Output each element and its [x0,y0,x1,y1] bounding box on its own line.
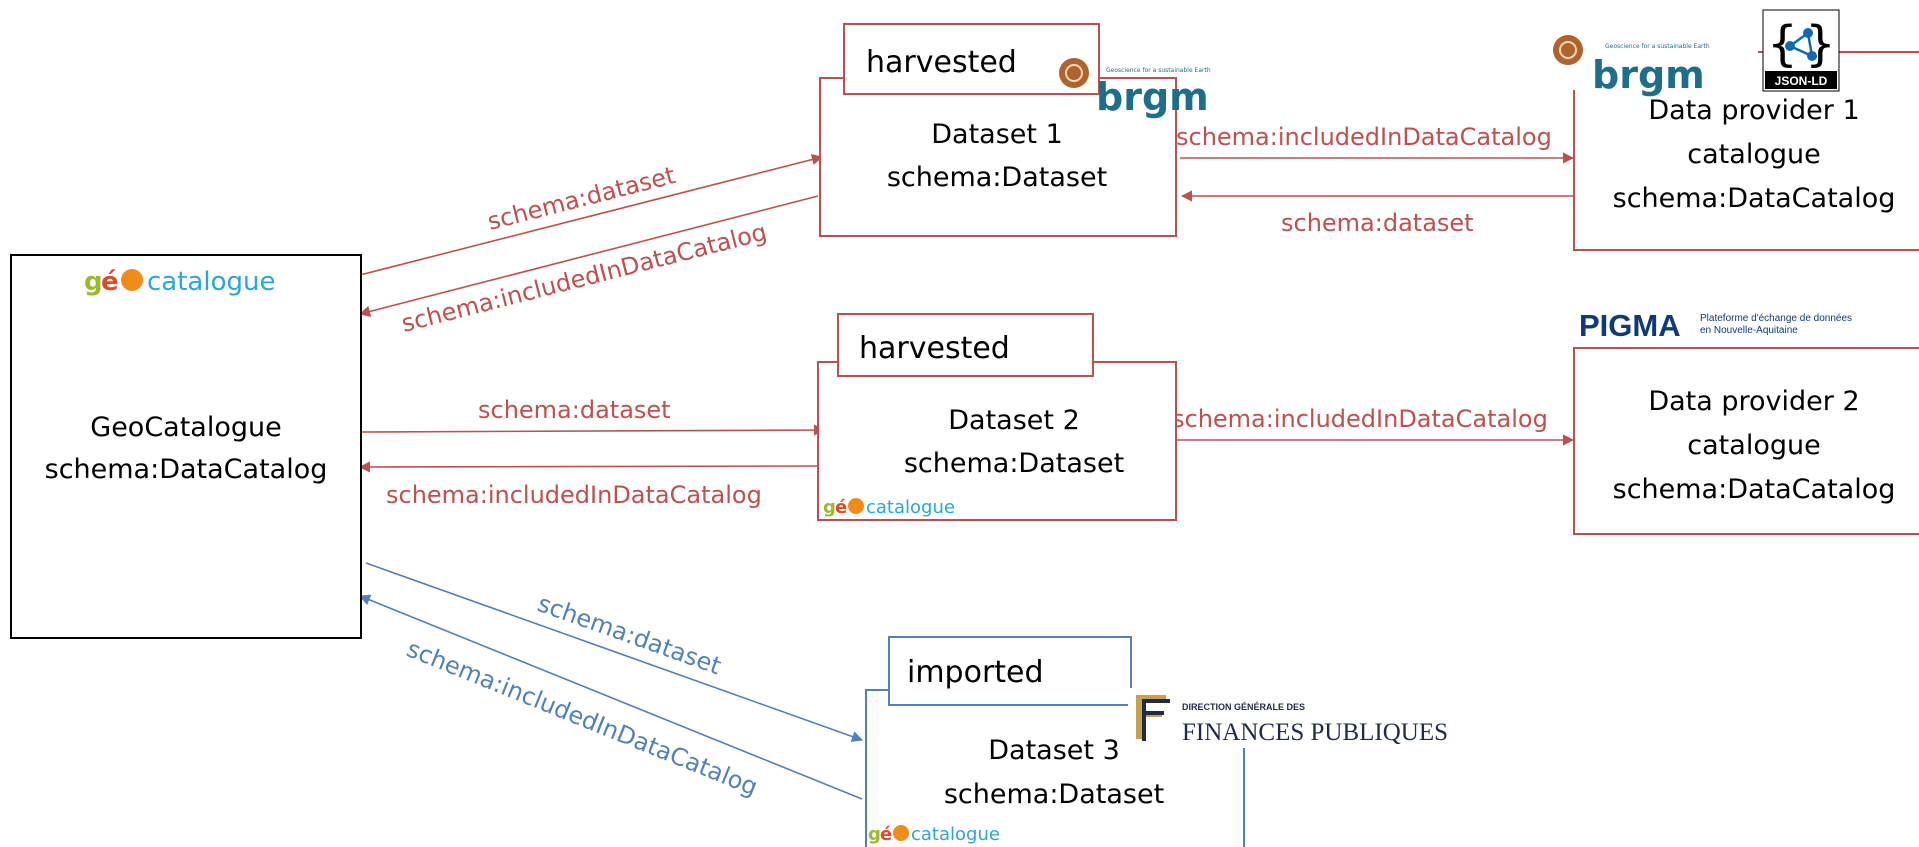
edge-label-provider1-to-dataset1: schema:dataset [1281,209,1474,237]
svg-text:brgm: brgm [1096,75,1209,119]
edge-dataset2-to-provider2: schema:includedInDataCatalog [1172,405,1575,446]
edge-dataset2-to-geo: schema:includedInDataCatalog [358,461,819,509]
node-geocatalogue[interactable]: g é catalogue GeoCatalogue schema:DataCa… [10,254,362,639]
edge-dataset1-to-provider1: schema:includedInDataCatalog [1176,123,1575,164]
brgm-logo-provider1: Geoscience for a sustainable Earth brgm [1553,30,1758,97]
geocatalogue-logo-dataset3: g é catalogue [867,820,1027,846]
provider2-subtitle: catalogue [1687,430,1820,461]
edge-label-dataset2-to-geo: schema:includedInDataCatalog [386,481,762,509]
geocatalogue-logo-dataset2: g é catalogue [819,495,989,519]
geocatalogue-title: GeoCatalogue [90,412,281,443]
pigma-logo: PIGMA Plateforme d'échange de données en… [1579,308,1852,343]
edge-label-dataset1-to-geo: schema:includedInDataCatalog [399,218,770,338]
provider1-type: schema:DataCatalog [1613,183,1896,214]
brgm-logo-dataset1: Geoscience for a sustainable Earth brgm [1059,58,1211,119]
provider1-subtitle: catalogue [1687,139,1820,170]
svg-text:g: g [868,824,881,845]
dataset3-tag-box [888,636,1132,706]
edge-label-geo-to-dataset2: schema:dataset [478,396,671,424]
node-dataset2[interactable]: harvested Dataset 2 schema:Dataset g é c… [817,313,1177,521]
node-dataset1[interactable]: harvested Geoscience for a sustainable E… [819,23,1211,237]
edge-label-dataset1-to-provider1: schema:includedInDataCatalog [1176,123,1552,151]
svg-text:catalogue: catalogue [911,824,1000,845]
dataset1-tag-box [843,23,1100,95]
svg-text:é: é [835,497,847,518]
svg-text:Geoscience for a sustainable E: Geoscience for a sustainable Earth [1106,67,1211,74]
edge-label-dataset2-to-provider2: schema:includedInDataCatalog [1172,405,1548,433]
dataset2-type: schema:Dataset [904,448,1124,479]
svg-text:g: g [84,267,103,297]
dataset2-title: Dataset 2 [948,405,1080,436]
svg-text:catalogue: catalogue [147,267,275,297]
edge-label-geo-to-dataset1: schema:dataset [485,161,679,236]
svg-text:g: g [823,497,836,518]
dgfip-logo: DIRECTION GÉNÉRALE DES FINANCES PUBLIQUE… [1128,688,1448,748]
svg-text:é: é [880,824,892,845]
dataset2-tag-box [837,313,1094,377]
svg-text:é: é [101,267,119,297]
geocatalogue-logo: g é catalogue [84,267,275,297]
svg-text:Geoscience for a sustainable E: Geoscience for a sustainable Earth [1605,43,1710,50]
dataset1-type: schema:Dataset [887,162,1107,193]
svg-text:DIRECTION GÉNÉRALE DES: DIRECTION GÉNÉRALE DES [1182,702,1305,712]
node-dataset3[interactable]: imported DIRECTION GÉNÉRALE DES FINANCES… [865,636,1448,847]
svg-text:JSON-LD: JSON-LD [1775,74,1828,88]
edge-geo-to-dataset1: schema:dataset [359,154,824,276]
dataset1-title: Dataset 1 [931,119,1063,150]
dataset2-tag: harvested [859,331,1010,366]
geocatalogue-type: schema:DataCatalog [45,454,328,485]
dataset3-tag: imported [907,655,1044,690]
svg-text:Plateforme d'échange de donnée: Plateforme d'échange de données [1700,313,1852,324]
svg-text:brgm: brgm [1592,53,1705,97]
node-provider2[interactable]: PIGMA Plateforme d'échange de données en… [1573,308,1919,535]
node-provider1[interactable]: Geoscience for a sustainable Earth brgm … [1553,9,1919,251]
provider2-name: Data provider 2 [1648,386,1859,417]
jsonld-logo: { } JSON-LD [1762,9,1840,92]
edge-geo-to-dataset2: schema:dataset [361,396,826,436]
provider2-type: schema:DataCatalog [1613,474,1896,505]
dataset1-tag: harvested [866,45,1017,80]
svg-text:FINANCES PUBLIQUES: FINANCES PUBLIQUES [1182,719,1448,746]
edge-provider1-to-dataset1: schema:dataset [1180,190,1573,237]
dataset3-type: schema:Dataset [944,779,1164,810]
edge-label-geo-to-dataset3: schema:dataset [534,589,725,680]
svg-text:catalogue: catalogue [866,497,955,518]
svg-text:en Nouvelle-Aquitaine: en Nouvelle-Aquitaine [1700,325,1798,336]
dataset3-title: Dataset 3 [988,735,1120,766]
provider1-name: Data provider 1 [1648,95,1859,126]
svg-text:PIGMA: PIGMA [1579,308,1681,343]
